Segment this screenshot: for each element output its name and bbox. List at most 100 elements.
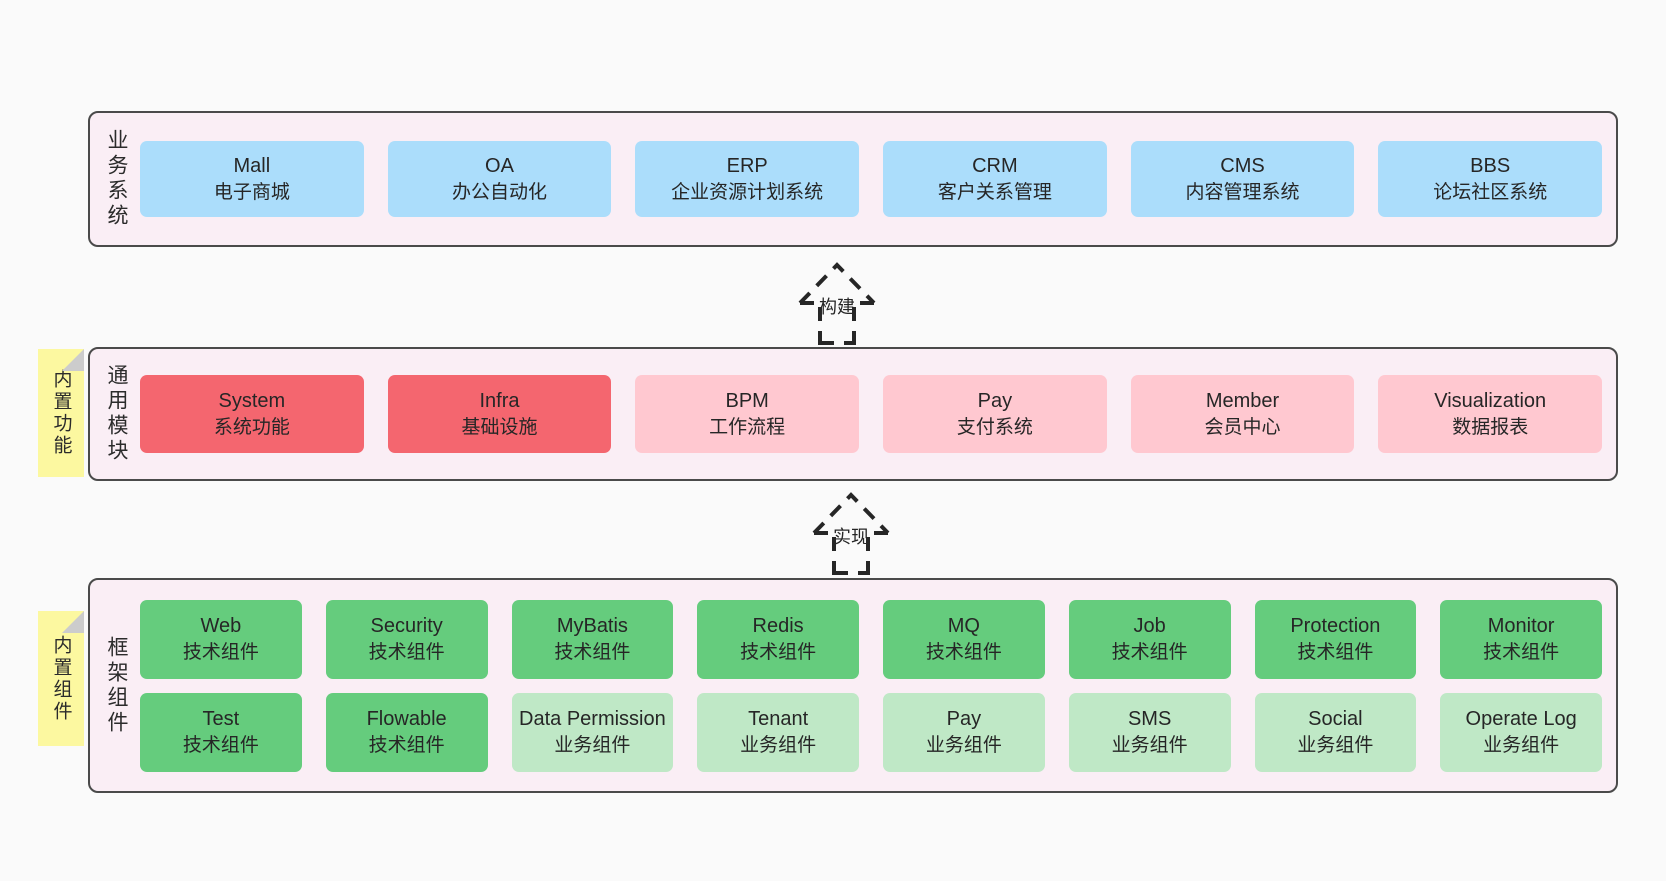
card-subtitle: 基础设施: [461, 416, 538, 438]
card-operate-log[interactable]: Operate Log 业务组件: [1440, 692, 1602, 772]
card-subtitle: 业务组件: [925, 734, 1002, 756]
card-subtitle: 技术组件: [554, 641, 631, 663]
card-title: CMS: [1220, 155, 1265, 178]
layer-framework-component-body: Web 技术组件 Security 技术组件 MyBatis 技术组件 Redi…: [136, 590, 1602, 781]
card-subtitle: 会员中心: [1204, 416, 1281, 438]
card-bpm[interactable]: BPM 工作流程: [635, 375, 860, 453]
card-subtitle: 业务组件: [1111, 734, 1188, 756]
card-mybatis[interactable]: MyBatis 技术组件: [511, 599, 674, 679]
card-title: CRM: [972, 155, 1018, 178]
sticky-note-label: 内置组件: [50, 634, 72, 723]
card-protection[interactable]: Protection 技术组件: [1254, 599, 1417, 679]
card-title: Redis: [752, 615, 804, 638]
card-title: Pay: [977, 390, 1013, 413]
card-pay[interactable]: Pay 支付系统: [883, 375, 1107, 453]
card-title: OA: [485, 155, 514, 178]
card-subtitle: 技术组件: [1483, 641, 1560, 663]
card-title: Monitor: [1487, 615, 1555, 638]
card-title: Mall: [233, 155, 271, 178]
card-monitor[interactable]: Monitor 技术组件: [1440, 599, 1602, 679]
layer-business-system-label: 业务系统: [105, 129, 129, 229]
card-tenant[interactable]: Tenant 业务组件: [697, 692, 859, 772]
layer-business-system-body: Mall 电子商城 OA 办公自动化 ERP 企业资源计划系统 CRM 客户关系…: [136, 123, 1603, 235]
card-subtitle: 业务组件: [1483, 734, 1560, 756]
card-title: Job: [1133, 615, 1166, 638]
dashed-up-arrow-icon: [798, 262, 876, 345]
card-title: Security: [370, 615, 443, 638]
layer-common-module-label: 通用模块: [105, 364, 129, 464]
card-title: MyBatis: [556, 615, 628, 638]
card-test[interactable]: Test 技术组件: [140, 692, 302, 772]
card-web[interactable]: Web 技术组件: [140, 599, 302, 679]
card-title: Member: [1205, 390, 1280, 413]
card-redis[interactable]: Redis 技术组件: [697, 599, 859, 679]
card-subtitle: 电子商城: [213, 181, 290, 203]
card-row: Test 技术组件 Flowable 技术组件 Data Permission …: [140, 692, 1602, 772]
card-title: System: [218, 390, 286, 413]
layer-framework-component: 框架组件 Web 技术组件 Security 技术组件 MyBatis 技术组件…: [88, 578, 1618, 793]
card-title: Web: [200, 615, 242, 638]
card-title: Visualization: [1434, 390, 1547, 413]
card-subtitle: 技术组件: [1111, 641, 1188, 663]
card-title: Infra: [479, 390, 520, 413]
layer-common-module-body: System 系统功能 Infra 基础设施 BPM 工作流程 Pay 支付系统…: [136, 359, 1603, 469]
card-subtitle: 技术组件: [368, 734, 445, 756]
card-cms[interactable]: CMS 内容管理系统: [1130, 141, 1355, 217]
card-title: Social: [1308, 708, 1363, 731]
connector-implement: 实现: [766, 485, 936, 575]
card-bbs[interactable]: BBS 论坛社区系统: [1378, 141, 1603, 217]
card-subtitle: 支付系统: [956, 416, 1033, 438]
card-mq[interactable]: MQ 技术组件: [883, 599, 1045, 679]
card-title: MQ: [947, 615, 980, 638]
card-subtitle: 业务组件: [740, 734, 817, 756]
card-subtitle: 技术组件: [925, 641, 1002, 663]
sticky-note-builtin-component: 内置组件: [38, 611, 84, 746]
card-subtitle: 技术组件: [1297, 641, 1374, 663]
card-flowable[interactable]: Flowable 技术组件: [325, 692, 488, 772]
card-title: BPM: [725, 390, 769, 413]
card-subtitle: 工作流程: [709, 416, 786, 438]
card-data-permission[interactable]: Data Permission 业务组件: [511, 692, 674, 772]
card-subtitle: 内容管理系统: [1185, 181, 1300, 203]
card-title: Protection: [1290, 615, 1381, 638]
layer-framework-component-label: 框架组件: [105, 635, 129, 736]
card-row: Mall 电子商城 OA 办公自动化 ERP 企业资源计划系统 CRM 客户关系…: [140, 141, 1603, 217]
card-row: Web 技术组件 Security 技术组件 MyBatis 技术组件 Redi…: [140, 599, 1602, 679]
sticky-note-label: 内置功能: [50, 369, 72, 457]
card-subtitle: 业务组件: [1297, 734, 1374, 756]
card-erp[interactable]: ERP 企业资源计划系统: [635, 141, 860, 217]
card-mall[interactable]: Mall 电子商城: [140, 141, 364, 217]
card-visualization[interactable]: Visualization 数据报表: [1378, 375, 1603, 453]
card-infra[interactable]: Infra 基础设施: [387, 375, 612, 453]
sticky-note-builtin-function: 内置功能: [38, 349, 84, 477]
card-oa[interactable]: OA 办公自动化: [387, 141, 612, 217]
card-system[interactable]: System 系统功能: [140, 375, 364, 453]
card-subtitle: 客户关系管理: [937, 181, 1052, 203]
card-subtitle: 技术组件: [368, 641, 445, 663]
card-subtitle: 技术组件: [740, 641, 817, 663]
card-pay-business[interactable]: Pay 业务组件: [883, 692, 1045, 772]
card-title: Test: [202, 708, 240, 731]
card-title: ERP: [726, 155, 768, 178]
card-job[interactable]: Job 技术组件: [1068, 599, 1231, 679]
card-subtitle: 业务组件: [554, 734, 631, 756]
card-title: SMS: [1127, 708, 1172, 731]
card-row: System 系统功能 Infra 基础设施 BPM 工作流程 Pay 支付系统…: [140, 375, 1603, 453]
card-subtitle: 办公自动化: [452, 181, 548, 203]
card-title: Flowable: [366, 708, 447, 731]
card-subtitle: 论坛社区系统: [1433, 181, 1548, 203]
layer-business-system: 业务系统 Mall 电子商城 OA 办公自动化 ERP 企业资源计划系统 CRM…: [88, 111, 1618, 247]
card-crm[interactable]: CRM 客户关系管理: [883, 141, 1107, 217]
connector-build: 构建: [752, 255, 922, 345]
card-subtitle: 技术组件: [182, 734, 259, 756]
card-title: BBS: [1470, 155, 1511, 178]
dashed-up-arrow-icon: [812, 492, 890, 575]
card-title: Data Permission: [519, 708, 666, 731]
layer-common-module: 通用模块 System 系统功能 Infra 基础设施 BPM 工作流程 Pay…: [88, 347, 1618, 481]
card-social[interactable]: Social 业务组件: [1254, 692, 1417, 772]
card-title: Tenant: [748, 708, 809, 731]
card-title: Operate Log: [1465, 708, 1577, 731]
card-sms[interactable]: SMS 业务组件: [1068, 692, 1231, 772]
card-security[interactable]: Security 技术组件: [325, 599, 488, 679]
card-member[interactable]: Member 会员中心: [1130, 375, 1355, 453]
